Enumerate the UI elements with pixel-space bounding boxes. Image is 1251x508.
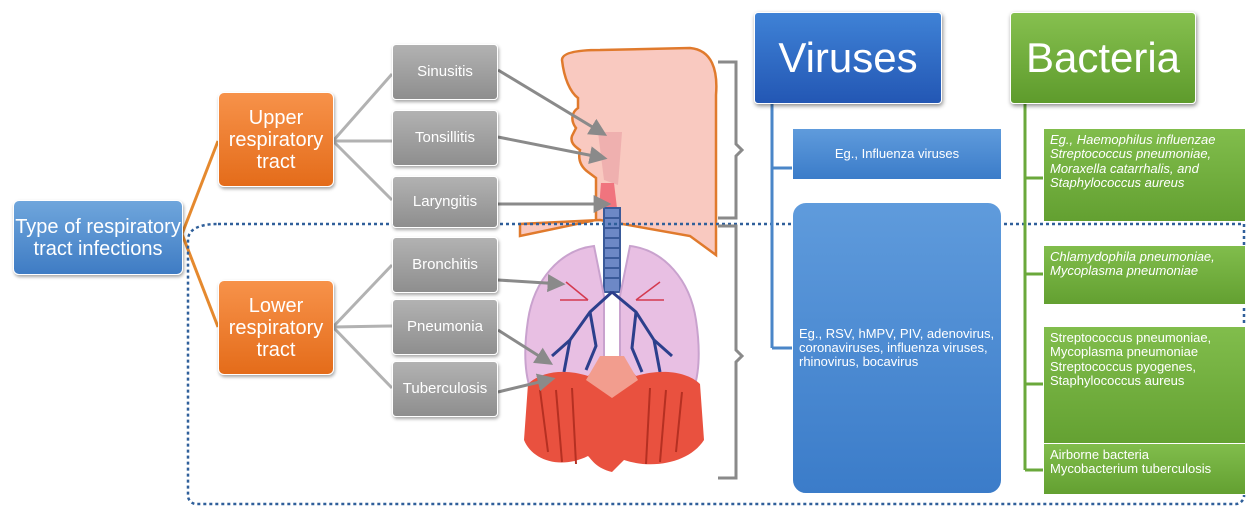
diaphragm-illustration bbox=[524, 356, 704, 472]
upper-tract-node: Upper respiratory tract bbox=[218, 92, 334, 187]
condition-bronchitis: Bronchitis bbox=[392, 237, 498, 293]
tract-connectors bbox=[333, 74, 392, 388]
trachea-illustration bbox=[604, 208, 620, 292]
virus-tree bbox=[772, 104, 792, 348]
condition-pneumonia: Pneumonia bbox=[392, 299, 498, 355]
lower-tract-node: Lower respiratory tract bbox=[218, 280, 334, 375]
condition-tonsillitis: Tonsillitis bbox=[392, 110, 498, 166]
brackets bbox=[718, 62, 742, 478]
root-node: Type of respiratory tract infections bbox=[13, 200, 183, 275]
bacteria-header: Bacteria bbox=[1010, 12, 1196, 104]
root-connectors bbox=[182, 141, 218, 327]
bacteria-item-3: Streptococcus pneumoniae, Mycoplasma pne… bbox=[1043, 326, 1246, 449]
condition-tuberculosis: Tuberculosis bbox=[392, 361, 498, 417]
virus-item-lower: Eg., RSV, hMPV, PIV, adenovirus, coronav… bbox=[792, 202, 1002, 494]
bacteria-item-2: Chlamydophila pneumoniae, Mycoplasma pne… bbox=[1043, 245, 1246, 305]
viruses-header: Viruses bbox=[754, 12, 942, 104]
condition-laryngitis: Laryngitis bbox=[392, 176, 498, 228]
bacteria-tree bbox=[1025, 104, 1043, 470]
bacteria-item-4: Airborne bacteria Mycobacterium tubercul… bbox=[1043, 443, 1246, 495]
condition-sinusitis: Sinusitis bbox=[392, 44, 498, 100]
virus-item-upper: Eg., Influenza viruses bbox=[792, 128, 1002, 180]
bacteria-item-1: Eg., Haemophilus influenzae Streptococcu… bbox=[1043, 128, 1246, 222]
